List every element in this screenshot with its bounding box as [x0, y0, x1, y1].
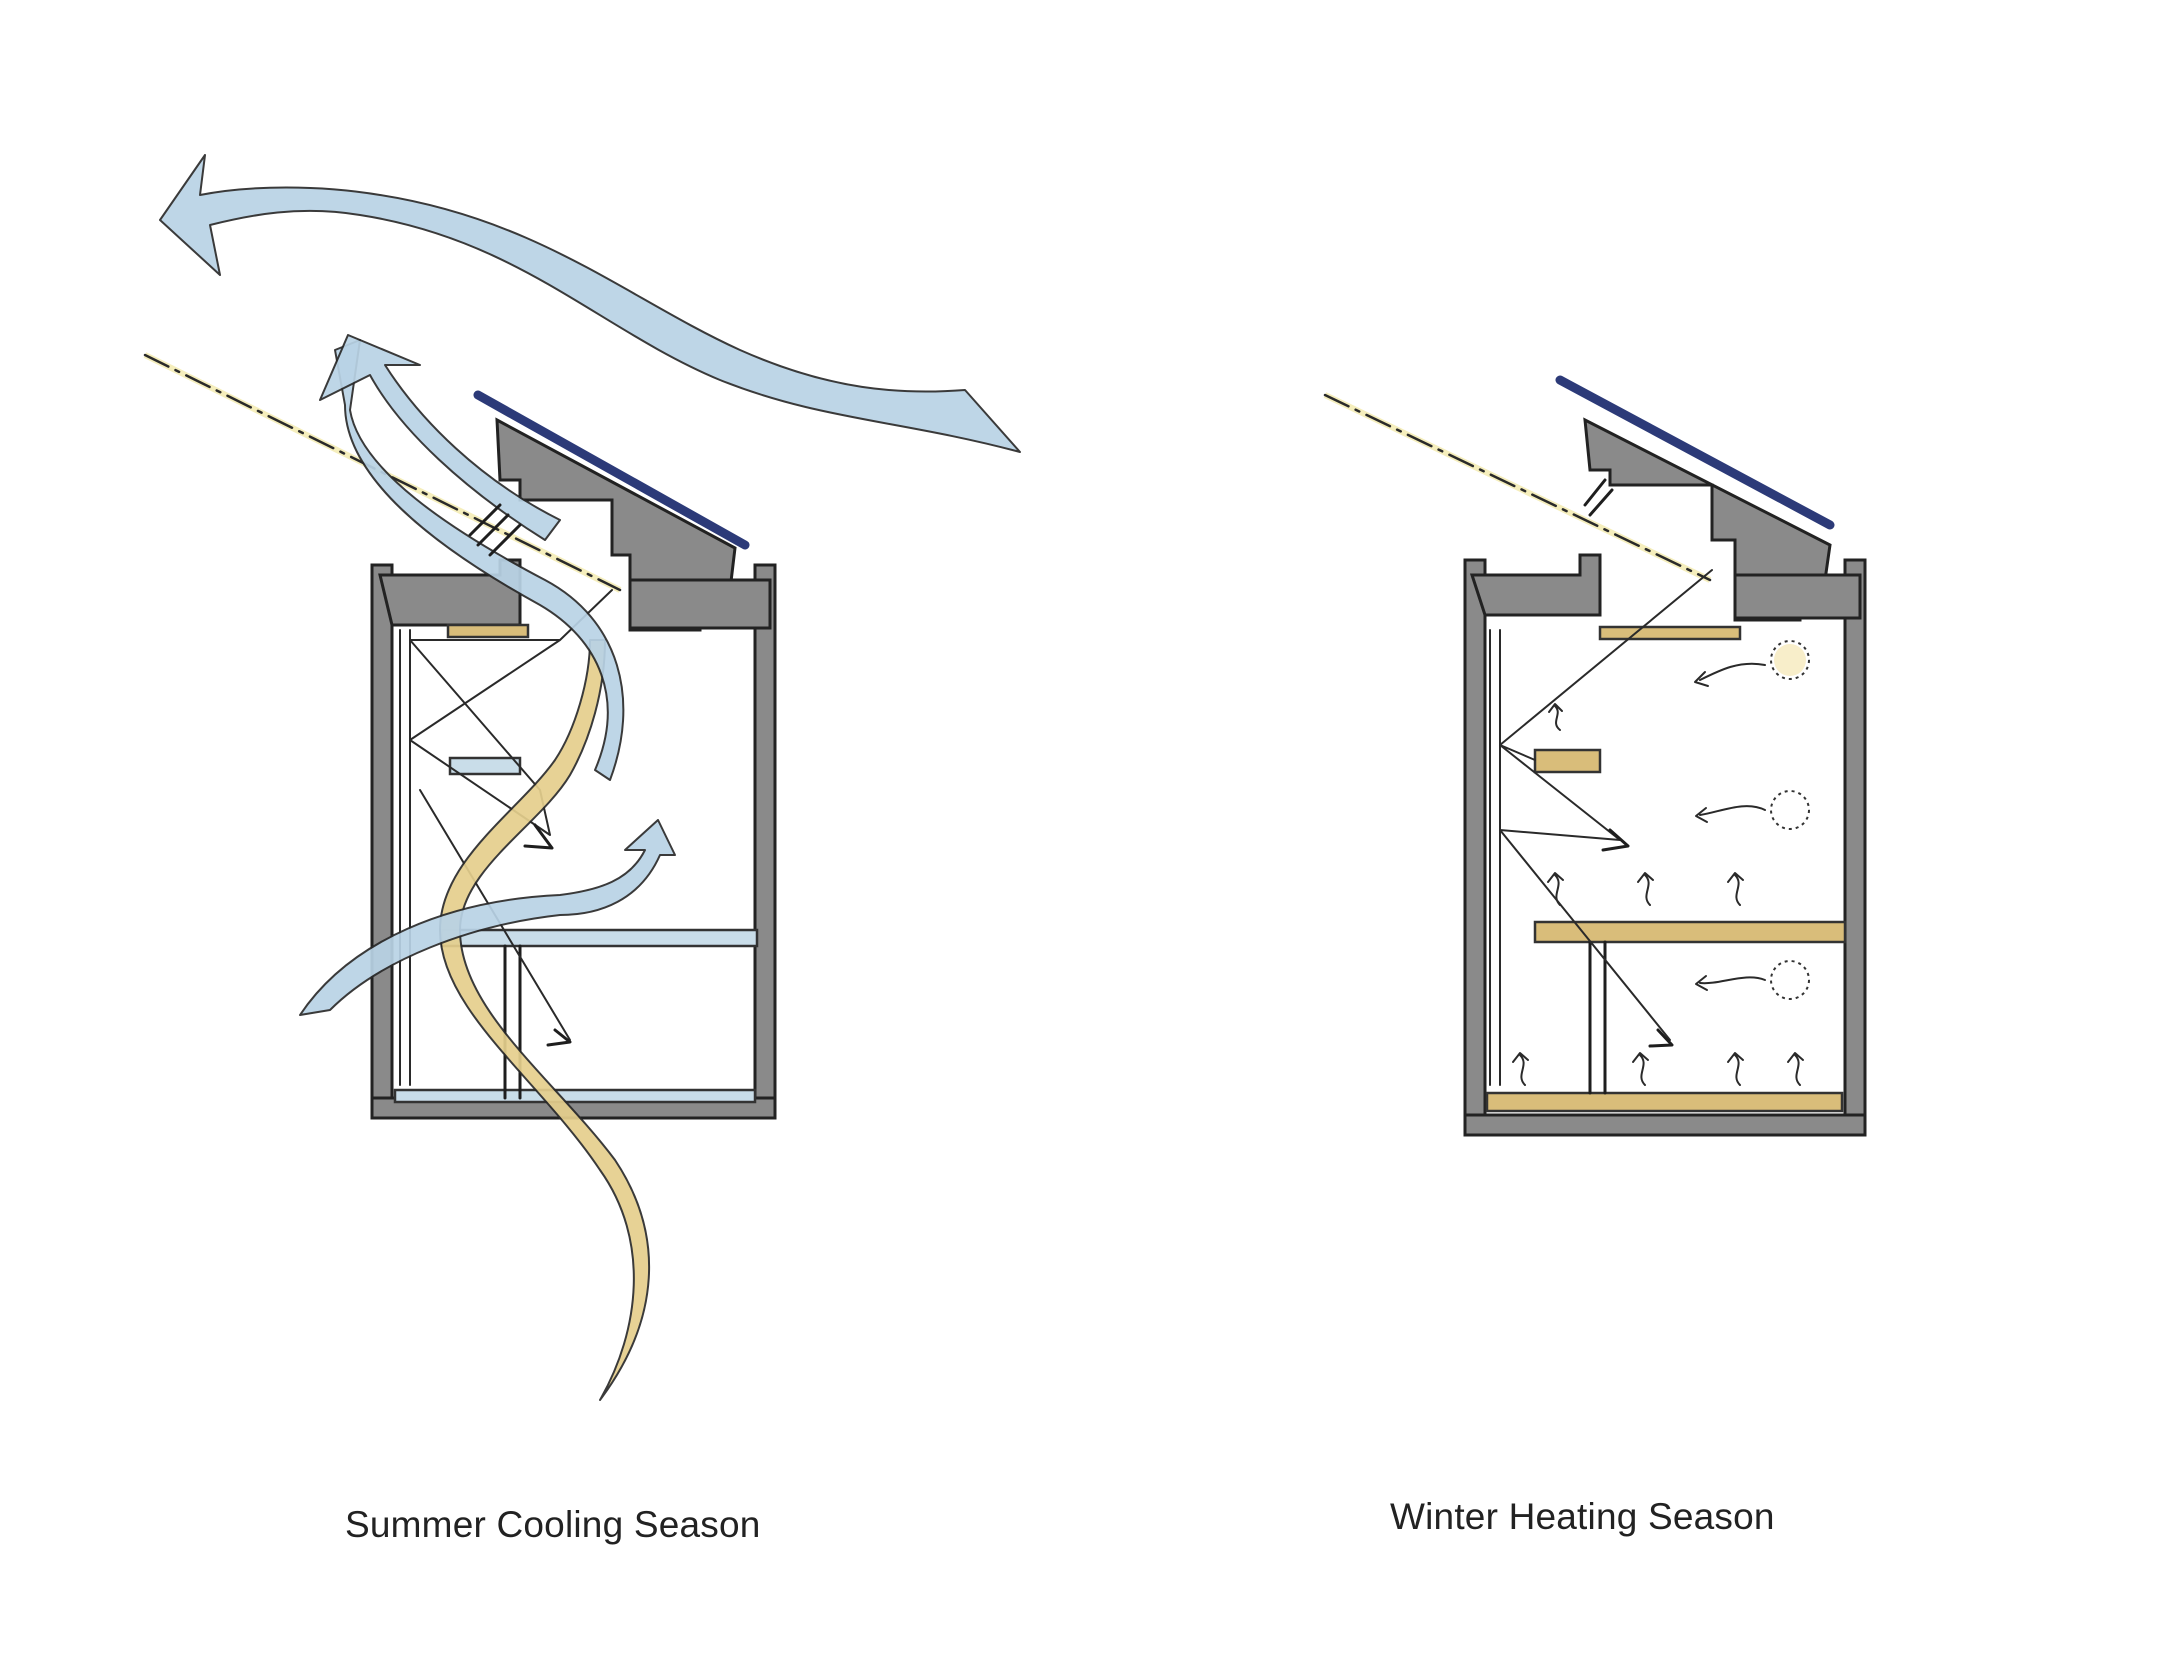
ground-floor-slab [1485, 1091, 1844, 1113]
radiant-heat-icon [1695, 790, 1810, 830]
upper-shelf [1598, 625, 1742, 641]
floor-slab [1463, 1113, 1867, 1137]
daylight-path [409, 589, 613, 1041]
building-wall-left [1463, 558, 1487, 1132]
daylight-arrow [523, 823, 572, 1047]
stack-exhaust-arrow [319, 334, 561, 541]
roof-slab-right [628, 578, 772, 630]
building-wall-right [753, 563, 777, 1112]
heat-rise-arrow-icon [1512, 703, 1804, 1086]
vent-marker [468, 503, 522, 557]
wind-arrow-icon [159, 154, 1021, 453]
summer-caption: Summer Cooling Season [345, 1504, 761, 1545]
wind-arrow-icon [299, 819, 676, 1016]
vent-marker [1583, 478, 1614, 517]
radiant-heat-icon [1695, 960, 1810, 1000]
roof-slab-left [1469, 553, 1602, 617]
solar-panel-icon [1555, 375, 1835, 530]
mid-shelf [1533, 748, 1602, 774]
building-wall-right [1843, 558, 1867, 1132]
winter-caption: Winter Heating Season [1390, 1496, 1775, 1537]
building-wall-left [370, 563, 394, 1112]
second-floor-slab [1533, 920, 1847, 944]
roof-slab-right [1733, 573, 1862, 620]
daylight-arrow [1601, 828, 1674, 1048]
sun-ray-line [1323, 393, 1712, 582]
floor-slab-cool [393, 1088, 757, 1104]
solar-panel-icon [473, 390, 750, 550]
upper-shelf [446, 623, 530, 639]
daylight-path [1499, 569, 1713, 1041]
wind-arrow-icon [334, 339, 625, 781]
summer-section [143, 154, 1021, 1401]
radiant-heat-icon [1694, 640, 1810, 687]
mid-shelf [448, 756, 522, 776]
second-floor-slab [440, 928, 759, 948]
winter-section [1323, 375, 1867, 1137]
